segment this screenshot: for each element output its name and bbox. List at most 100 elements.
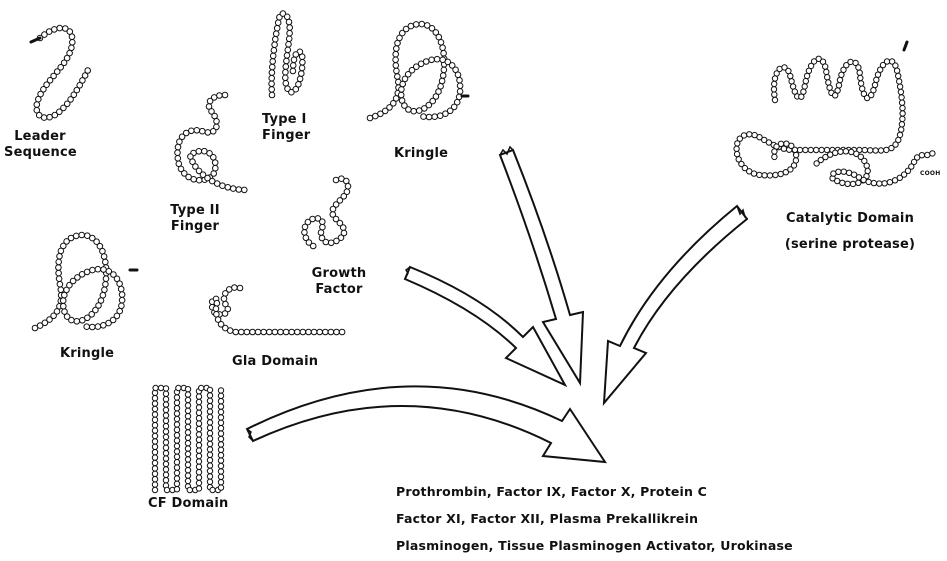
residue-bead bbox=[762, 173, 767, 178]
residue-bead bbox=[823, 64, 828, 69]
residue-bead bbox=[439, 78, 445, 84]
kringle-left-chain bbox=[32, 232, 125, 331]
residue-bead bbox=[174, 411, 179, 416]
protein-group-2: Factor XI, Factor XII, Plasma Prekallikr… bbox=[396, 505, 793, 532]
residue-bead bbox=[269, 75, 275, 81]
residue-bead bbox=[772, 149, 777, 154]
residue-bead bbox=[152, 428, 157, 433]
residue-bead bbox=[185, 462, 190, 467]
residue-bead bbox=[152, 466, 157, 471]
residue-bead bbox=[882, 181, 887, 186]
residue-bead bbox=[52, 27, 58, 33]
residue-bead bbox=[786, 68, 791, 73]
residue-bead bbox=[196, 394, 201, 399]
residue-bead bbox=[323, 329, 329, 335]
residue-bead bbox=[223, 291, 229, 297]
residue-bead bbox=[200, 128, 206, 134]
residue-bead bbox=[185, 414, 190, 419]
residue-bead bbox=[218, 404, 223, 409]
residue-bead bbox=[100, 248, 106, 254]
residue-bead bbox=[185, 457, 190, 462]
residue-bead bbox=[196, 421, 201, 426]
residue-bead bbox=[196, 464, 201, 469]
residue-bead bbox=[300, 329, 306, 335]
residue-bead bbox=[835, 88, 840, 93]
residue-bead bbox=[176, 385, 181, 390]
residue-bead bbox=[302, 224, 308, 230]
residue-bead bbox=[222, 311, 228, 317]
residue-bead bbox=[36, 96, 42, 102]
residue-bead bbox=[860, 86, 865, 91]
residue-bead bbox=[767, 173, 772, 178]
residue-bead bbox=[210, 487, 215, 492]
residue-bead bbox=[174, 406, 179, 411]
residue-bead bbox=[434, 56, 440, 62]
residue-bead bbox=[267, 329, 273, 335]
residue-bead bbox=[95, 266, 101, 272]
type-ii-label-line2: Finger bbox=[158, 219, 232, 235]
residue-bead bbox=[269, 92, 275, 98]
residue-bead bbox=[244, 329, 250, 335]
residue-bead bbox=[789, 79, 794, 84]
residue-bead bbox=[214, 119, 220, 125]
residue-bead bbox=[163, 429, 168, 434]
residue-bead bbox=[79, 232, 85, 238]
residue-bead bbox=[174, 454, 179, 459]
residue-bead bbox=[421, 114, 427, 120]
residue-bead bbox=[218, 485, 223, 490]
residue-bead bbox=[196, 475, 201, 480]
residue-bead bbox=[207, 420, 212, 425]
residue-bead bbox=[185, 392, 190, 397]
residue-bead bbox=[394, 46, 400, 52]
gla-domain-label: Gla Domain bbox=[232, 354, 318, 370]
residue-bead bbox=[84, 324, 90, 330]
residue-bead bbox=[218, 469, 223, 474]
residue-bead bbox=[873, 148, 878, 153]
residue-bead bbox=[273, 31, 279, 37]
residue-bead bbox=[784, 141, 789, 146]
residue-bead bbox=[836, 169, 841, 174]
residue-bead bbox=[119, 292, 125, 298]
residue-bead bbox=[174, 449, 179, 454]
residue-bead bbox=[57, 281, 63, 287]
residue-bead bbox=[207, 436, 212, 441]
residue-bead bbox=[291, 57, 297, 63]
residue-bead bbox=[102, 287, 108, 293]
residue-bead bbox=[330, 206, 336, 212]
residue-bead bbox=[457, 83, 463, 89]
residue-bead bbox=[101, 323, 107, 329]
residue-bead bbox=[175, 150, 181, 156]
residue-bead bbox=[213, 165, 219, 171]
residue-bead bbox=[283, 81, 289, 87]
residue-bead bbox=[757, 172, 762, 177]
residue-bead bbox=[273, 36, 279, 42]
residue-bead bbox=[889, 145, 894, 150]
residue-bead bbox=[196, 443, 201, 448]
residue-bead bbox=[429, 57, 435, 63]
residue-bead bbox=[185, 424, 190, 429]
residue-bead bbox=[218, 420, 223, 425]
residue-bead bbox=[207, 474, 212, 479]
residue-bead bbox=[185, 408, 190, 413]
residue-bead bbox=[320, 224, 326, 230]
residue-bead bbox=[333, 177, 339, 183]
residue-bead bbox=[261, 329, 267, 335]
residue-bead bbox=[871, 88, 876, 93]
residue-bead bbox=[426, 114, 432, 120]
residue-bead bbox=[773, 172, 778, 177]
residue-bead bbox=[207, 98, 213, 104]
residue-bead bbox=[163, 386, 168, 391]
residue-bead bbox=[393, 63, 399, 69]
residue-bead bbox=[311, 329, 317, 335]
residue-bead bbox=[202, 148, 208, 154]
residue-bead bbox=[163, 451, 168, 456]
residue-bead bbox=[286, 42, 292, 48]
residue-bead bbox=[788, 73, 793, 78]
residue-bead bbox=[930, 151, 935, 156]
residue-bead bbox=[152, 444, 157, 449]
residue-bead bbox=[207, 458, 212, 463]
residue-bead bbox=[221, 296, 227, 302]
residue-bead bbox=[864, 163, 869, 168]
residue-bead bbox=[212, 113, 218, 119]
